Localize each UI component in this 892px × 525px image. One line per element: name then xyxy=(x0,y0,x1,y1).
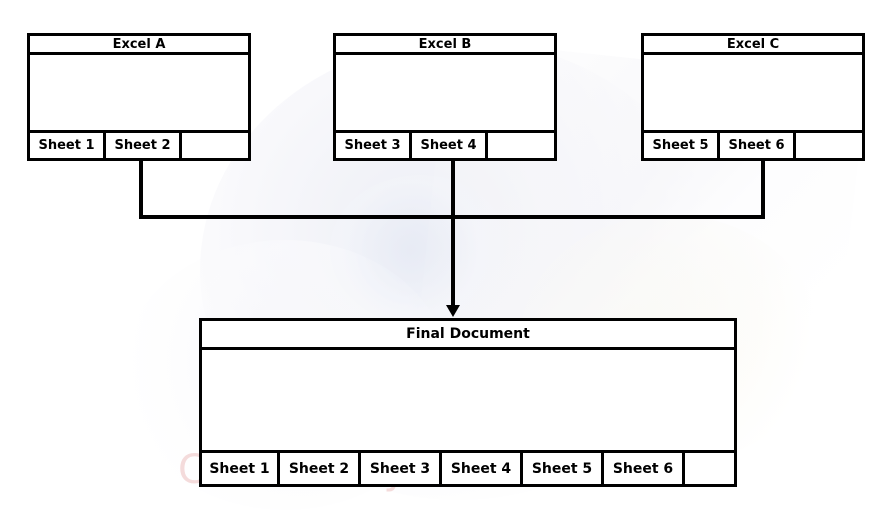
excel-b-box[interactable]: Excel B Sheet 3 Sheet 4 xyxy=(333,33,557,161)
excel-b-tab-1[interactable]: Sheet 3 xyxy=(336,133,412,158)
connector-arrow-head xyxy=(446,305,460,317)
excel-b-tab-empty[interactable] xyxy=(488,133,554,158)
excel-b-title: Excel B xyxy=(333,33,557,55)
excel-c-box[interactable]: Excel C Sheet 5 Sheet 6 xyxy=(641,33,865,161)
connector-arrow-stem xyxy=(451,215,455,307)
final-document-tab-1[interactable]: Sheet 1 xyxy=(202,453,280,484)
final-document-tab-3[interactable]: Sheet 3 xyxy=(361,453,442,484)
final-document-tab-5[interactable]: Sheet 5 xyxy=(523,453,604,484)
final-document-tab-4[interactable]: Sheet 4 xyxy=(442,453,523,484)
excel-a-tabs: Sheet 1 Sheet 2 xyxy=(27,133,251,161)
excel-c-tab-2[interactable]: Sheet 6 xyxy=(720,133,796,158)
excel-c-tab-empty[interactable] xyxy=(796,133,862,158)
excel-a-tab-1[interactable]: Sheet 1 xyxy=(30,133,106,158)
connector-drop-right xyxy=(761,161,765,219)
final-document-tab-6[interactable]: Sheet 6 xyxy=(604,453,685,484)
excel-a-box[interactable]: Excel A Sheet 1 Sheet 2 xyxy=(27,33,251,161)
excel-c-tabs: Sheet 5 Sheet 6 xyxy=(641,133,865,161)
excel-a-tab-2[interactable]: Sheet 2 xyxy=(106,133,182,158)
final-document-tab-2[interactable]: Sheet 2 xyxy=(280,453,361,484)
excel-b-tab-2[interactable]: Sheet 4 xyxy=(412,133,488,158)
excel-a-body xyxy=(27,55,251,133)
final-document-title: Final Document xyxy=(199,318,737,350)
final-document-body xyxy=(199,350,737,453)
excel-c-title: Excel C xyxy=(641,33,865,55)
excel-c-body xyxy=(641,55,865,133)
excel-b-body xyxy=(333,55,557,133)
connector-drop-left xyxy=(139,161,143,219)
final-document-box[interactable]: Final Document Sheet 1 Sheet 2 Sheet 3 S… xyxy=(199,318,737,487)
excel-b-tabs: Sheet 3 Sheet 4 xyxy=(333,133,557,161)
excel-c-tab-1[interactable]: Sheet 5 xyxy=(644,133,720,158)
connector-drop-center xyxy=(451,161,455,219)
final-document-tab-empty[interactable] xyxy=(685,453,734,484)
excel-a-title: Excel A xyxy=(27,33,251,55)
excel-a-tab-empty[interactable] xyxy=(182,133,248,158)
watermark-shape xyxy=(330,175,510,325)
final-document-tabs: Sheet 1 Sheet 2 Sheet 3 Sheet 4 Sheet 5 … xyxy=(199,453,737,487)
